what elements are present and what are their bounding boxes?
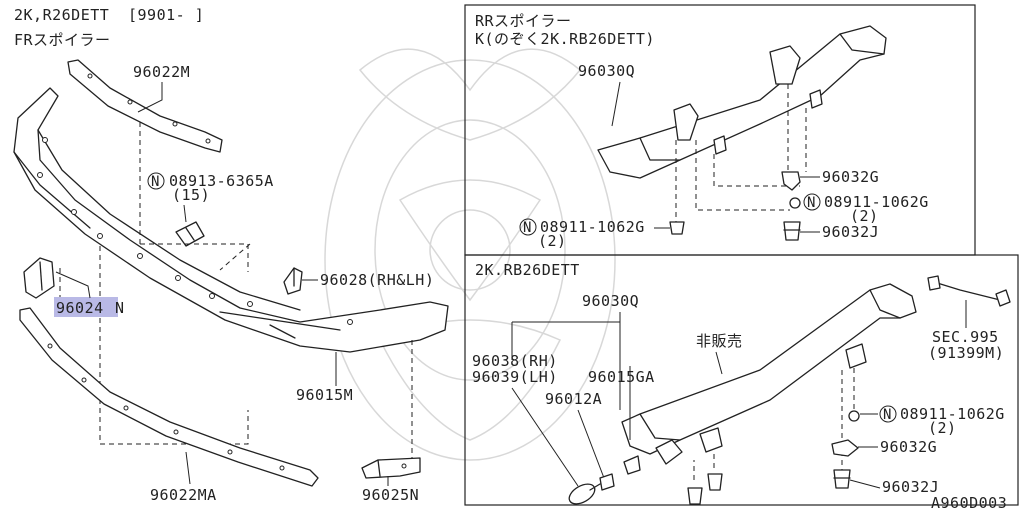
part-96022ma[interactable]: [19, 307, 319, 487]
part-nut-k-left[interactable]: [669, 221, 685, 235]
label-08911-2k: 08911-1062G: [900, 405, 1005, 423]
label-96028: 96028(RH&LH): [320, 271, 434, 289]
label-08911-k-left-qty: (2): [538, 232, 567, 250]
label-08911-k-left: 08911-1062G: [540, 218, 645, 236]
rr-k-spoiler-group: 96030Q 96032G N 08911-1062G (2) 96032J: [519, 25, 929, 250]
label-96032g-2k: 96032G: [880, 438, 937, 456]
part-96038-endcap[interactable]: [566, 480, 598, 508]
part-96030q-k[interactable]: [597, 25, 887, 179]
rr-k-title-line2: K(のぞく2K.RB26DETT): [475, 30, 655, 48]
label-96024-suffix: N: [115, 299, 125, 317]
label-08913-qty: (15): [172, 186, 210, 204]
part-96022m[interactable]: [67, 59, 223, 153]
rr-2k-spoiler-group: 96030Q 非販売 96038(RH) 96039(LH) 96015GA 9…: [472, 275, 1011, 508]
part-96015m[interactable]: [13, 87, 449, 353]
front-spoiler-group: 96022M 96015M N: [13, 59, 449, 504]
label-96039: 96039(LH): [472, 368, 558, 386]
nut-symbol-k-left: N: [519, 218, 537, 236]
label-96030q-k: 96030Q: [578, 62, 635, 80]
label-sec995-part: (91399M): [928, 344, 1004, 362]
label-96024: 96024: [56, 299, 104, 317]
part-96025n[interactable]: [361, 457, 421, 479]
label-96025n: 96025N: [362, 486, 419, 504]
part-2k-lower-clip-a[interactable]: [687, 460, 703, 505]
highlight-96024: [54, 297, 118, 317]
svg-text:N: N: [807, 195, 815, 211]
label-96012a: 96012A: [545, 390, 602, 408]
diagram-id: A960D003: [931, 494, 1007, 510]
part-2k-lower-clip-b[interactable]: [707, 452, 723, 491]
part-96032g-k[interactable]: [781, 171, 801, 191]
label-96022ma: 96022MA: [150, 486, 217, 504]
nut-symbol-08913: N: [147, 172, 165, 190]
svg-text:N: N: [151, 174, 159, 190]
part-nut-2k[interactable]: [848, 410, 860, 422]
label-08911-2k-qty: (2): [928, 419, 957, 437]
part-96024n[interactable]: [23, 257, 55, 299]
rr-k-title-line1: RRスポイラー: [475, 12, 572, 30]
nut-symbol-2k: N: [879, 405, 897, 423]
part-96012a-screw[interactable]: [589, 473, 615, 491]
part-96015ga-clip[interactable]: [623, 455, 641, 475]
label-08911-k-right: 08911-1062G: [824, 193, 929, 211]
svg-text:N: N: [883, 407, 891, 423]
part-96032j-2k[interactable]: [833, 469, 851, 489]
date-range: [9901- ]: [128, 6, 204, 24]
label-sec995: SEC.995: [932, 328, 999, 346]
section-title: FRスポイラー: [14, 31, 111, 49]
label-96038: 96038(RH): [472, 352, 558, 370]
part-96032g-2k[interactable]: [831, 439, 859, 457]
rr-2k-title: 2K.RB26DETT: [475, 261, 580, 279]
nut-symbol-k-right: N: [803, 193, 821, 211]
part-96032j-k[interactable]: [783, 221, 801, 241]
label-08913: 08913-6365A: [169, 172, 274, 190]
label-96032j-2k: 96032J: [882, 478, 939, 496]
label-96015ga: 96015GA: [588, 368, 655, 386]
label-96030q-2k: 96030Q: [582, 292, 639, 310]
label-96015m: 96015M: [296, 386, 353, 404]
label-96022m: 96022M: [133, 63, 190, 81]
watermark-emblem: [324, 48, 616, 461]
svg-text:N: N: [523, 220, 531, 236]
label-96032j-k: 96032J: [822, 223, 879, 241]
label-hihanbai: 非販売: [696, 332, 743, 350]
part-96028[interactable]: [283, 267, 303, 295]
part-08913-clip[interactable]: [175, 221, 205, 247]
model-code: 2K,R26DETT: [14, 6, 109, 24]
label-08911-k-right-qty: (2): [850, 207, 879, 225]
part-sec995-rod[interactable]: [927, 275, 1011, 307]
label-96032g-k: 96032G: [822, 168, 879, 186]
panel-frames: [464, 4, 1019, 506]
part-96030q-2k[interactable]: [621, 283, 917, 465]
part-nut-k-right[interactable]: [789, 197, 801, 209]
